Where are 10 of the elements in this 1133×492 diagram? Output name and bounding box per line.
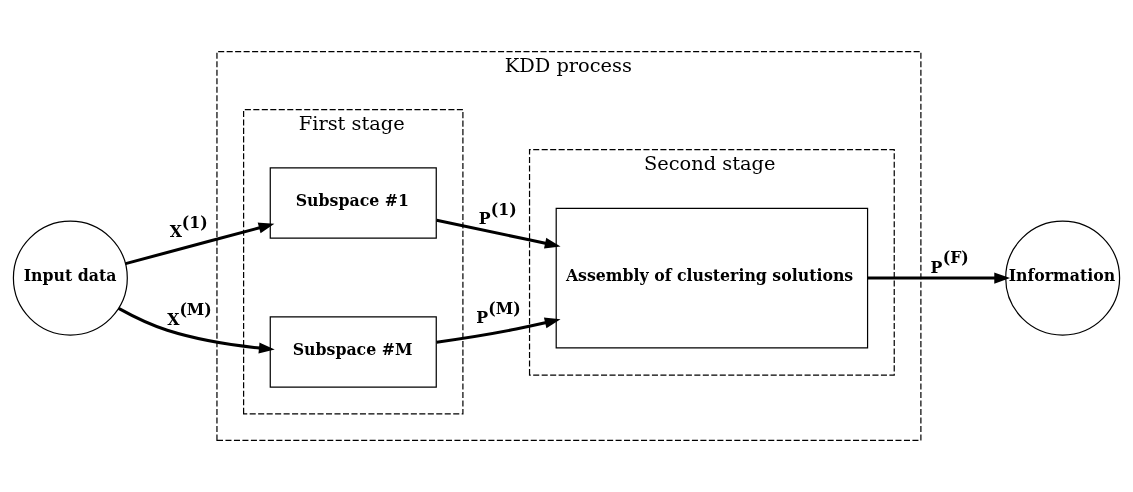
arrow — [436, 317, 561, 344]
arrow — [117, 307, 275, 354]
arrow — [436, 218, 561, 249]
node-box: Assembly of clustering solutions — [555, 207, 869, 349]
node-box: Subspace #M — [269, 316, 437, 388]
node-circle: Input data — [12, 220, 128, 336]
node-circle: Information — [1005, 220, 1121, 336]
arrow — [125, 222, 275, 266]
node-box: Subspace #1 — [269, 167, 437, 239]
arrow — [867, 272, 1011, 284]
